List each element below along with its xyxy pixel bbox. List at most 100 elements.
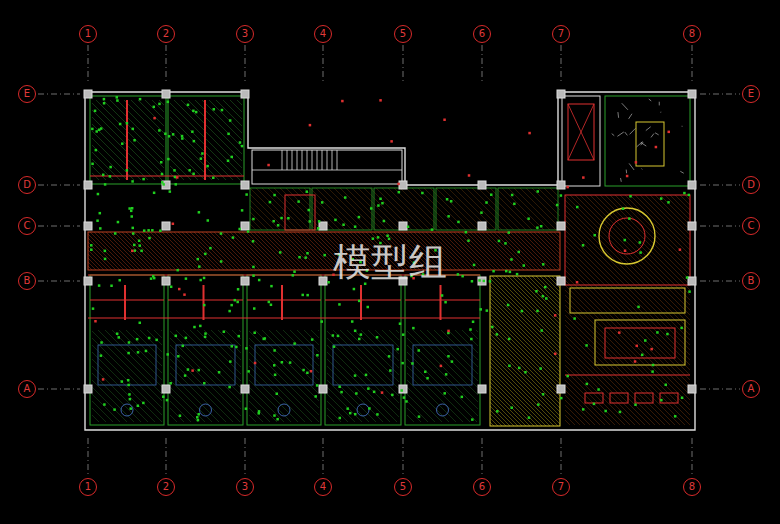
fixture-dot bbox=[535, 290, 538, 293]
plan-line bbox=[206, 232, 244, 270]
fixture-dot bbox=[168, 135, 171, 138]
fixture-dot bbox=[470, 338, 473, 341]
plan-line bbox=[250, 206, 274, 230]
fixture-dot bbox=[379, 198, 382, 201]
fixture-dot bbox=[674, 415, 677, 418]
grid-bubble: 2 bbox=[157, 25, 175, 43]
grid-label: 3 bbox=[242, 482, 248, 492]
fixture-dot bbox=[376, 336, 379, 339]
fixture-dot bbox=[321, 201, 324, 204]
fixture-dot bbox=[133, 139, 136, 142]
grid-bubble: 4 bbox=[314, 478, 332, 496]
fixture-dot bbox=[376, 413, 379, 416]
fixture-dot bbox=[258, 412, 261, 415]
plan-line bbox=[112, 330, 162, 380]
fixture-dot bbox=[333, 345, 336, 348]
plan-line bbox=[188, 100, 242, 154]
fixture-dot bbox=[100, 354, 103, 357]
grid-bubble: 4 bbox=[314, 25, 332, 43]
plan-line bbox=[323, 45, 324, 82]
plan-line bbox=[448, 188, 490, 230]
fixture-dot bbox=[507, 304, 510, 307]
plan-rect bbox=[319, 277, 327, 285]
plan-line bbox=[170, 166, 184, 180]
plan-line bbox=[88, 266, 92, 270]
plan-line bbox=[490, 406, 510, 426]
plan-line bbox=[354, 330, 399, 375]
grid-label: 4 bbox=[320, 29, 326, 39]
plan-line bbox=[617, 112, 619, 118]
fixture-dot bbox=[169, 190, 172, 193]
plan-line bbox=[565, 275, 690, 400]
fixture-dot bbox=[479, 308, 482, 311]
grid-bubble: 7 bbox=[552, 478, 570, 496]
fixture-dot bbox=[173, 169, 176, 172]
fixture-dot bbox=[116, 99, 119, 102]
plan-line bbox=[138, 100, 164, 126]
plan-line bbox=[92, 124, 148, 180]
plan-line bbox=[325, 300, 401, 301]
plan-rect bbox=[285, 195, 315, 230]
plan-line bbox=[182, 232, 220, 270]
plan-line bbox=[209, 100, 242, 133]
plan-line bbox=[660, 195, 690, 225]
plan-rect bbox=[319, 222, 327, 230]
fixture-dot bbox=[127, 379, 130, 382]
plan-line bbox=[92, 359, 155, 422]
plan-line bbox=[544, 188, 560, 204]
fixture-dot bbox=[161, 173, 164, 176]
plan-line bbox=[110, 232, 148, 270]
fixture-dot bbox=[131, 250, 134, 253]
plan-line bbox=[496, 276, 560, 340]
plan-line bbox=[237, 100, 242, 105]
plan-line bbox=[655, 195, 690, 230]
plan-line bbox=[124, 100, 164, 140]
plan-line bbox=[327, 338, 399, 410]
fixture-dot bbox=[104, 250, 107, 253]
plan-rect bbox=[688, 385, 696, 393]
plan-line bbox=[565, 240, 690, 365]
plan-line bbox=[538, 188, 560, 210]
fixture-dot bbox=[341, 100, 344, 103]
plan-rect bbox=[399, 385, 407, 393]
plan-line bbox=[181, 100, 242, 161]
plan-line bbox=[405, 300, 480, 301]
fixture-dot bbox=[379, 99, 382, 102]
plan-line bbox=[278, 232, 316, 270]
fixture-dot bbox=[377, 236, 380, 239]
fixture-dot bbox=[398, 191, 401, 194]
plan-rect bbox=[605, 96, 690, 186]
plan-line bbox=[225, 330, 241, 346]
fixture-dot bbox=[116, 96, 119, 99]
fixture-dot bbox=[469, 328, 472, 331]
plan-line bbox=[490, 330, 560, 400]
fixture-dot bbox=[537, 403, 540, 406]
fixture-dot bbox=[192, 173, 195, 176]
plan-line bbox=[312, 150, 313, 170]
fixture-dot bbox=[400, 389, 403, 392]
fixture-dot bbox=[457, 221, 460, 224]
plan-line bbox=[258, 232, 296, 270]
plan-line bbox=[130, 232, 168, 270]
grid-label: 8 bbox=[689, 482, 695, 492]
fixture-dot bbox=[117, 221, 120, 224]
fixture-dot bbox=[528, 416, 531, 419]
plan-line bbox=[282, 232, 320, 270]
plan-line bbox=[407, 380, 449, 422]
plan-line bbox=[565, 380, 610, 425]
fixture-dot bbox=[486, 309, 489, 312]
fixture-dot bbox=[660, 399, 663, 402]
fixture-dot bbox=[92, 307, 95, 310]
fixture-dot bbox=[397, 183, 400, 186]
fixture-dot bbox=[237, 288, 240, 291]
fixture-dot bbox=[167, 101, 170, 104]
fixture-dot bbox=[624, 249, 627, 252]
plan-rect bbox=[241, 181, 249, 189]
plan-line bbox=[407, 394, 435, 422]
plan-line bbox=[334, 188, 376, 230]
plan-line bbox=[565, 320, 670, 425]
fixture-dot bbox=[311, 338, 314, 341]
plan-line bbox=[605, 195, 690, 280]
fixture-dot bbox=[132, 128, 135, 131]
plan-line bbox=[490, 314, 560, 384]
